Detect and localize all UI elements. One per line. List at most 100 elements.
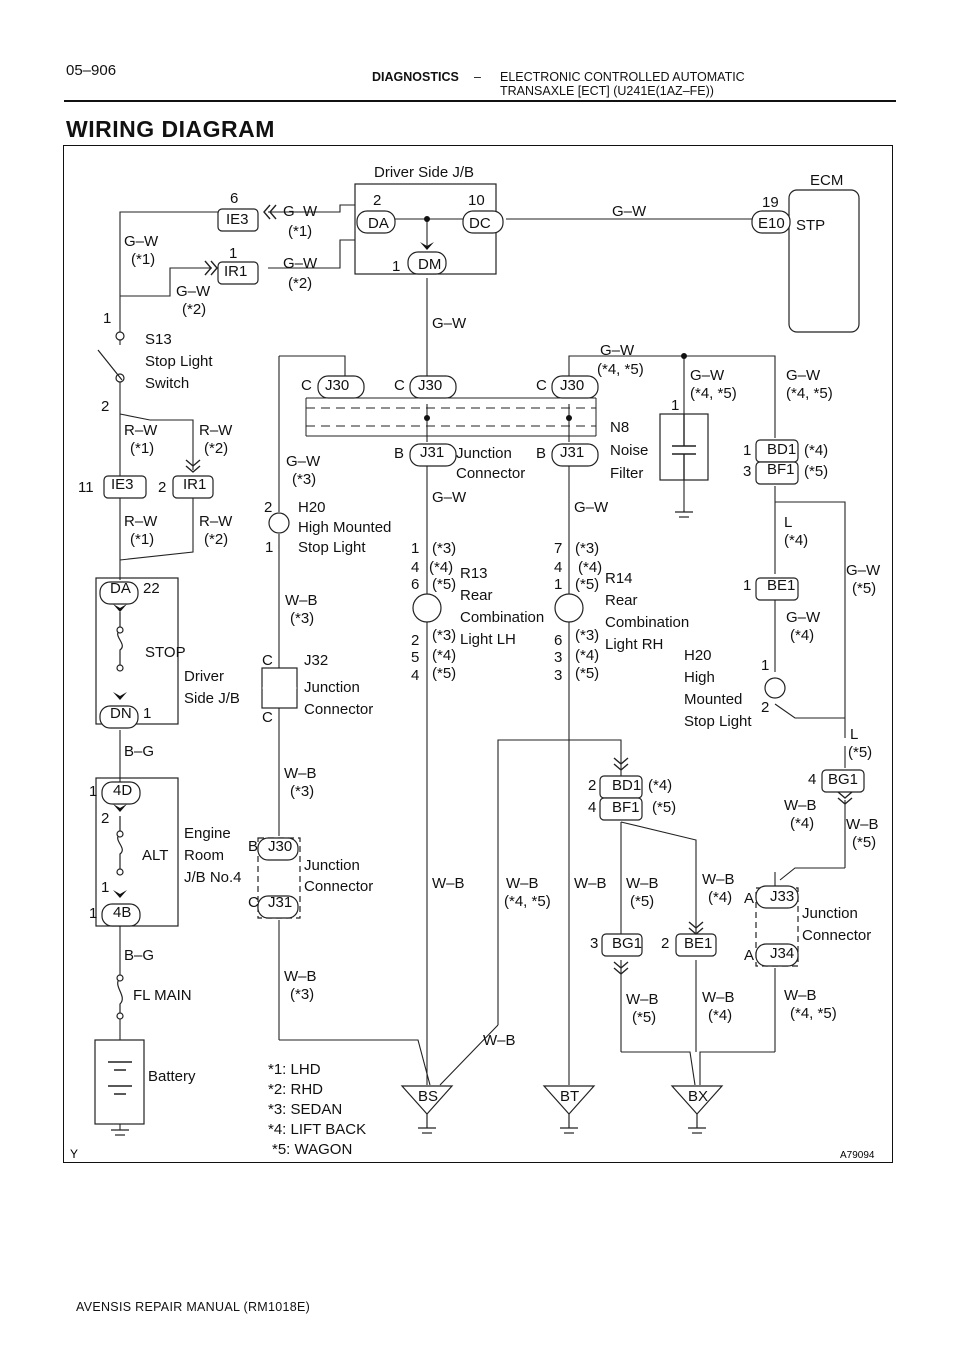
connector-boxes <box>99 208 865 967</box>
diagram-label: 3 <box>590 935 598 952</box>
diagram-label: H20 <box>298 499 326 516</box>
diagram-label: Stop Light <box>145 353 213 370</box>
diagram-frame <box>63 145 893 1163</box>
diagram-label: B <box>248 838 258 855</box>
diagram-label: BS <box>418 1088 438 1105</box>
diagram-label: (*3) <box>575 627 599 644</box>
diagram-label: (*4) <box>575 647 599 664</box>
diagram-label: Connector <box>456 465 525 482</box>
diagram-label: (*3) <box>290 986 314 1003</box>
diagram-label: W–B <box>574 875 607 892</box>
diagram-label: 2 <box>101 810 109 827</box>
diagram-label: (*4) <box>790 627 814 644</box>
diagram-label: (*3) <box>292 471 316 488</box>
diagram-label: (*2) <box>182 301 206 318</box>
diagram-label: G–W <box>176 283 211 300</box>
diagram-label: 1 <box>89 783 97 800</box>
diagram-label: Switch <box>145 375 189 392</box>
diagram-label: 2 <box>411 632 419 649</box>
diagram-label: Combination <box>605 614 689 631</box>
diagram-label: 2 <box>101 398 109 415</box>
diagram-label: G–W <box>432 489 467 506</box>
diagram-label: Light LH <box>460 631 516 648</box>
diagram-label: FL MAIN <box>133 987 192 1004</box>
diagram-label: IE3 <box>111 476 134 493</box>
diagram-label: Combination <box>460 609 544 626</box>
diagram-label: High Mounted <box>298 519 391 536</box>
diagram-label: Rear <box>460 587 493 604</box>
diagram-label: R–W <box>199 513 233 530</box>
diagram-label: 3 <box>743 463 751 480</box>
diagram-label: Noise <box>610 442 648 459</box>
diagram-label: W–B <box>284 765 317 782</box>
diagram-label: (*4, *5) <box>504 893 551 910</box>
section-name: DIAGNOSTICS <box>372 70 459 84</box>
diagram-label: BG1 <box>828 771 858 788</box>
diagram-label: (*5) <box>630 893 654 910</box>
diagram-label: DN <box>110 705 132 722</box>
diagram-label: W–B <box>626 991 659 1008</box>
diagram-label: Stop Light <box>298 539 366 556</box>
diagram-label: DC <box>469 215 491 232</box>
diagram-label: (*1) <box>288 223 312 240</box>
diagram-label: G–W <box>612 203 647 220</box>
diagram-label: H20 <box>684 647 712 664</box>
diagram-label: IR1 <box>183 476 206 493</box>
diagram-label: (*4) <box>708 1007 732 1024</box>
diagram-label: (*4) <box>578 559 602 576</box>
diagram-label: C <box>536 377 547 394</box>
diagram-label: L <box>784 514 792 531</box>
diagram-label: (*4) <box>429 559 453 576</box>
diagram-label: BE1 <box>767 577 795 594</box>
diagram-label: 2 <box>264 499 272 516</box>
diagram-label: 6 <box>230 190 238 207</box>
diagram-label: J31 <box>268 894 292 911</box>
diagram-label: (*1) <box>130 531 154 548</box>
diagram-label: 10 <box>468 192 485 209</box>
ground-symbols <box>111 510 724 1136</box>
diagram-label: (*5) <box>852 834 876 851</box>
diagram-label: (*3) <box>432 540 456 557</box>
diagram-label: (*5) <box>432 576 456 593</box>
diagram-label: *3: SEDAN <box>268 1101 342 1118</box>
diagram-label: J30 <box>325 377 349 394</box>
diagram-label: B <box>394 445 404 462</box>
diagram-label: J33 <box>770 888 794 905</box>
diagram-label: (*5) <box>575 576 599 593</box>
diagram-label: 4 <box>588 799 596 816</box>
diagram-label: BD1 <box>767 441 796 458</box>
diagram-label: 2 <box>158 479 166 496</box>
diagram-label: BG1 <box>612 935 642 952</box>
diagram-label: 1 <box>671 397 679 414</box>
diagram-label: Room <box>184 847 224 864</box>
diagram-label: DM <box>418 256 441 273</box>
diagram-label: Stop Light <box>684 713 752 730</box>
diagram-label: BE1 <box>684 935 712 952</box>
diagram-label: W–B <box>702 989 735 1006</box>
diagram-label: 1 <box>554 576 562 593</box>
diagram-label: (*4) <box>790 815 814 832</box>
diagram-label: W–B <box>702 871 735 888</box>
diagram-label: 1 <box>103 310 111 327</box>
diagram-label: (*3) <box>290 783 314 800</box>
diagram-label: 1 <box>89 905 97 922</box>
diagram-label: Filter <box>610 465 643 482</box>
diagram-label: G–W <box>690 367 725 384</box>
diagram-label: R13 <box>460 565 488 582</box>
diagram-label: W–B <box>506 875 539 892</box>
diagram-label: (*2) <box>204 440 228 457</box>
diagram-label: A <box>744 890 754 907</box>
diagram-label: Connector <box>802 927 871 944</box>
diagram-label: 1 <box>743 577 751 594</box>
diagram-label: (*4) <box>708 889 732 906</box>
diagram-label: (*4) <box>804 442 828 459</box>
diagram-label: C <box>262 709 273 726</box>
diagram-label: J34 <box>770 945 794 962</box>
diagram-label: N8 <box>610 419 629 436</box>
diagram-label: (*1) <box>130 440 154 457</box>
diagram-label: 7 <box>554 540 562 557</box>
diagram-label: (*3) <box>290 610 314 627</box>
diagram-label: E10 <box>758 215 785 232</box>
diagram-label: 22 <box>143 580 160 597</box>
